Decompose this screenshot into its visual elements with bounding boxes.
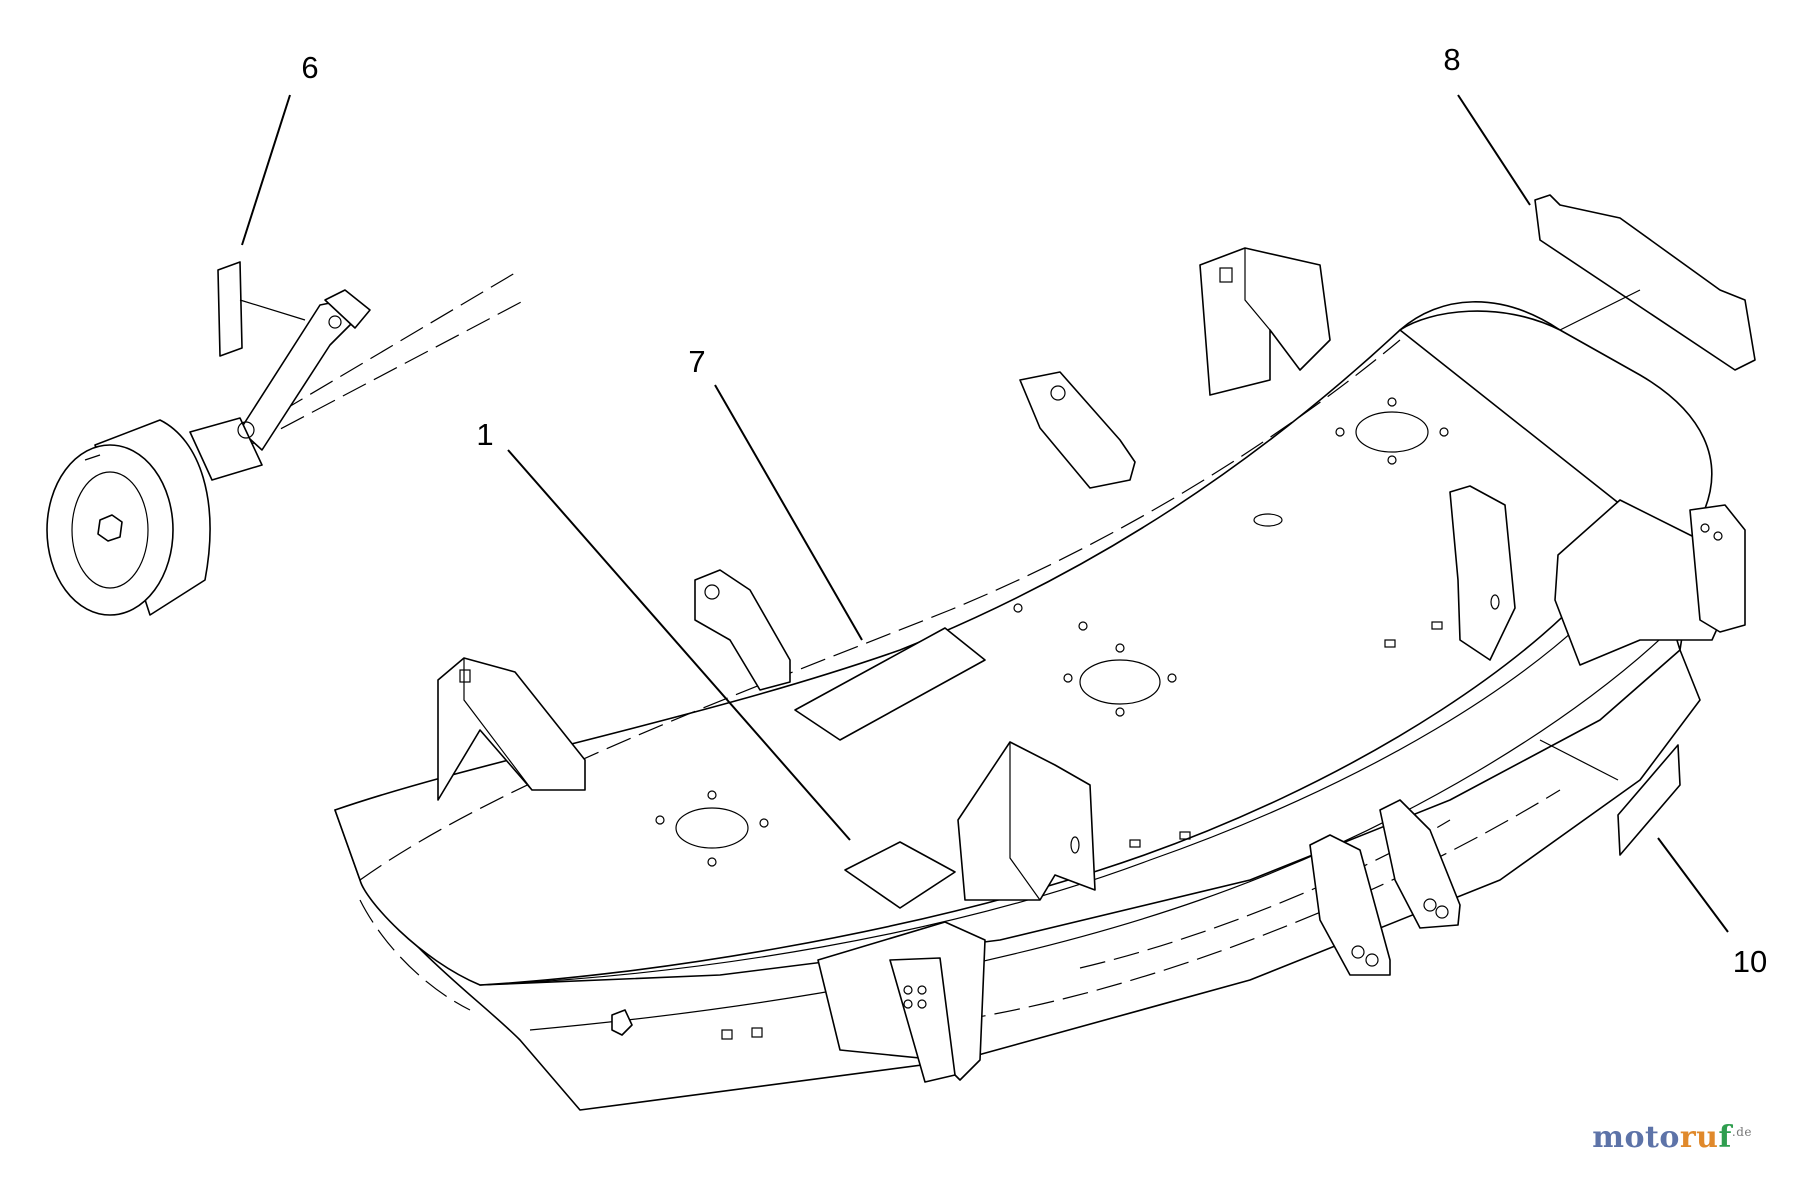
spindle-mounts: [655, 397, 1449, 1040]
roller-wheel: [46, 419, 211, 616]
leader-10: [1657, 837, 1729, 933]
callout-1: 1: [476, 417, 493, 452]
leader-6: [241, 94, 291, 246]
callout-10: 10: [1733, 944, 1767, 979]
callout-labels: 1 6 7 8 10: [301, 42, 1767, 979]
deck-brackets: [437, 247, 1746, 1083]
decal-1: [844, 841, 956, 909]
deck-shell: [334, 301, 1713, 1111]
callout-6: 6: [301, 50, 318, 85]
decal-10: [1617, 744, 1681, 856]
callout-8: 8: [1443, 42, 1460, 77]
leader-lines: [241, 94, 1729, 933]
callout-7: 7: [688, 344, 705, 379]
watermark-part2: ru: [1679, 1120, 1719, 1155]
decal-7: [794, 627, 986, 741]
motoruf-watermark: motoruf.de: [1592, 1120, 1752, 1155]
leader-7: [714, 384, 863, 641]
watermark-suffix: .de: [1731, 1125, 1752, 1139]
decal-6: [217, 261, 243, 357]
roller-arm: [189, 269, 526, 481]
watermark-part1: moto: [1592, 1120, 1680, 1155]
decal-8: [1534, 194, 1756, 371]
watermark-part3: f: [1718, 1120, 1732, 1155]
leader-8: [1457, 94, 1531, 206]
leader-1: [507, 449, 851, 841]
decal-items: [217, 194, 1756, 909]
